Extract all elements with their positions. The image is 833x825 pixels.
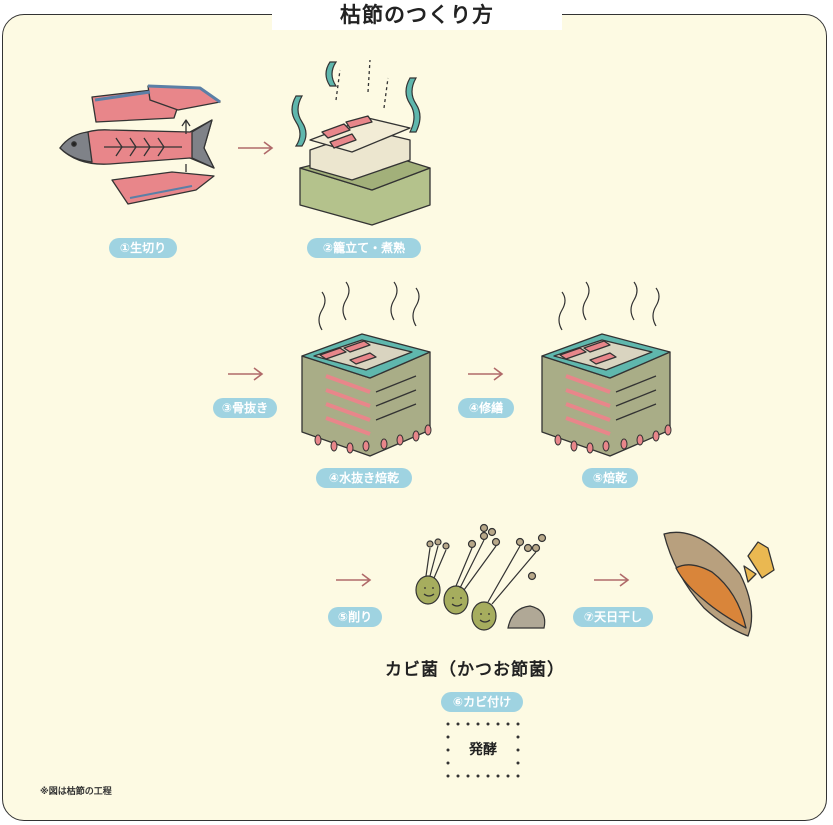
- mold-spore-illustration: [415, 523, 547, 631]
- fish-fillet-illustration: [59, 84, 221, 205]
- arrow-right-icon: [336, 573, 372, 587]
- step-label-s5a: ⑤焙乾: [582, 468, 638, 488]
- smoke-icon: [318, 281, 420, 331]
- arrow-right-icon: [228, 367, 264, 381]
- fire-icon: [314, 424, 432, 454]
- smoking-box-illustration: [301, 333, 431, 457]
- boiling-basket-illustration: [299, 59, 431, 226]
- step-label-s3: ③骨抜き: [213, 398, 277, 418]
- arrow-right-icon: [468, 367, 504, 381]
- step-label-s5b: ⑤削り: [328, 607, 382, 627]
- steam-icon: [291, 61, 421, 147]
- smoking-box-illustration: [541, 333, 671, 457]
- step-label-s4a: ④修繕: [458, 398, 514, 418]
- arrow-right-icon: [594, 573, 630, 587]
- step-label-s4b: ④水抜き焙乾: [316, 468, 412, 488]
- smoke-icon: [558, 281, 660, 331]
- mold-label: カビ菌（かつお節菌）: [385, 660, 565, 680]
- dotted-border: [446, 722, 520, 778]
- step-label-s6: ⑥カビ付け: [441, 692, 523, 712]
- ferment-box: 発酵: [446, 722, 520, 778]
- ferment-label: 発酵: [469, 742, 497, 758]
- step-label-s2: ②籠立て・煮熟: [307, 238, 421, 258]
- step-label-s1: ①生切り: [109, 238, 177, 258]
- fire-icon: [554, 424, 672, 454]
- arrow-right-icon: [238, 141, 274, 155]
- step-label-s7: ⑦天日干し: [573, 607, 653, 627]
- katsuobushi-illustration: [663, 531, 775, 637]
- page-title: 枯節のつくり方: [272, 0, 562, 30]
- footnote: ※図は枯節の工程: [40, 787, 112, 797]
